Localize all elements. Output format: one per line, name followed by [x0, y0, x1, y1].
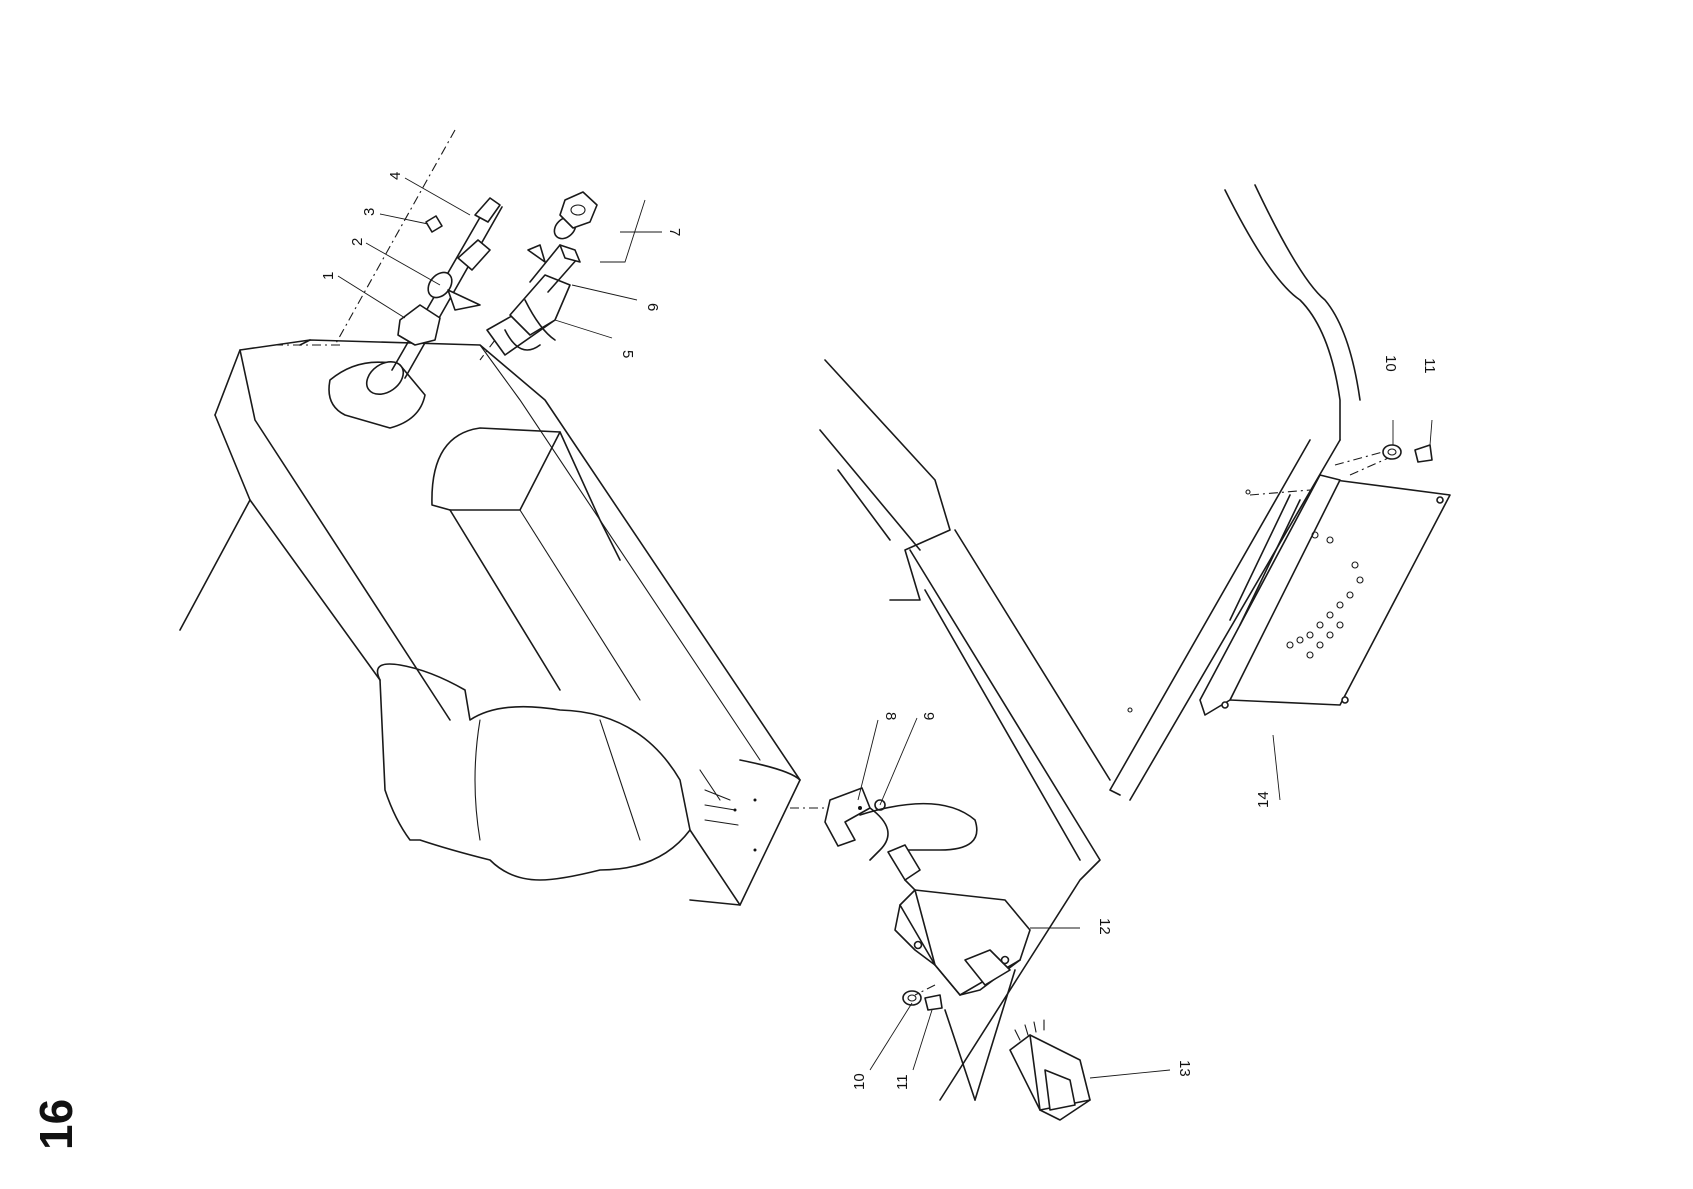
- callout-12: 12: [1096, 918, 1113, 935]
- callout-11-lower: 11: [894, 1074, 911, 1090]
- control-box-12: [895, 890, 1030, 1010]
- callout-2: 2: [349, 238, 366, 246]
- switch-assembly: [480, 192, 597, 360]
- callout-4: 4: [387, 172, 404, 180]
- callout-6: 6: [644, 303, 661, 311]
- relay-13: [1010, 1020, 1090, 1120]
- sensor-bracket: [790, 788, 977, 895]
- callout-10-upper: 10: [1382, 355, 1399, 372]
- machine-arm-body: [180, 340, 800, 905]
- callout-10-lower: 10: [851, 1073, 868, 1090]
- callout-11-upper: 11: [1421, 358, 1438, 374]
- callout-3: 3: [361, 208, 378, 216]
- callout-9: 9: [920, 712, 937, 720]
- callout-8: 8: [882, 712, 899, 720]
- callout-7: 7: [666, 228, 683, 236]
- callout-13: 13: [1176, 1060, 1193, 1077]
- page-number: 16: [30, 1099, 82, 1150]
- callout-1: 1: [320, 272, 337, 280]
- circuit-board-14: [1200, 445, 1450, 715]
- callout-14: 14: [1255, 791, 1272, 808]
- callout-5: 5: [619, 350, 636, 358]
